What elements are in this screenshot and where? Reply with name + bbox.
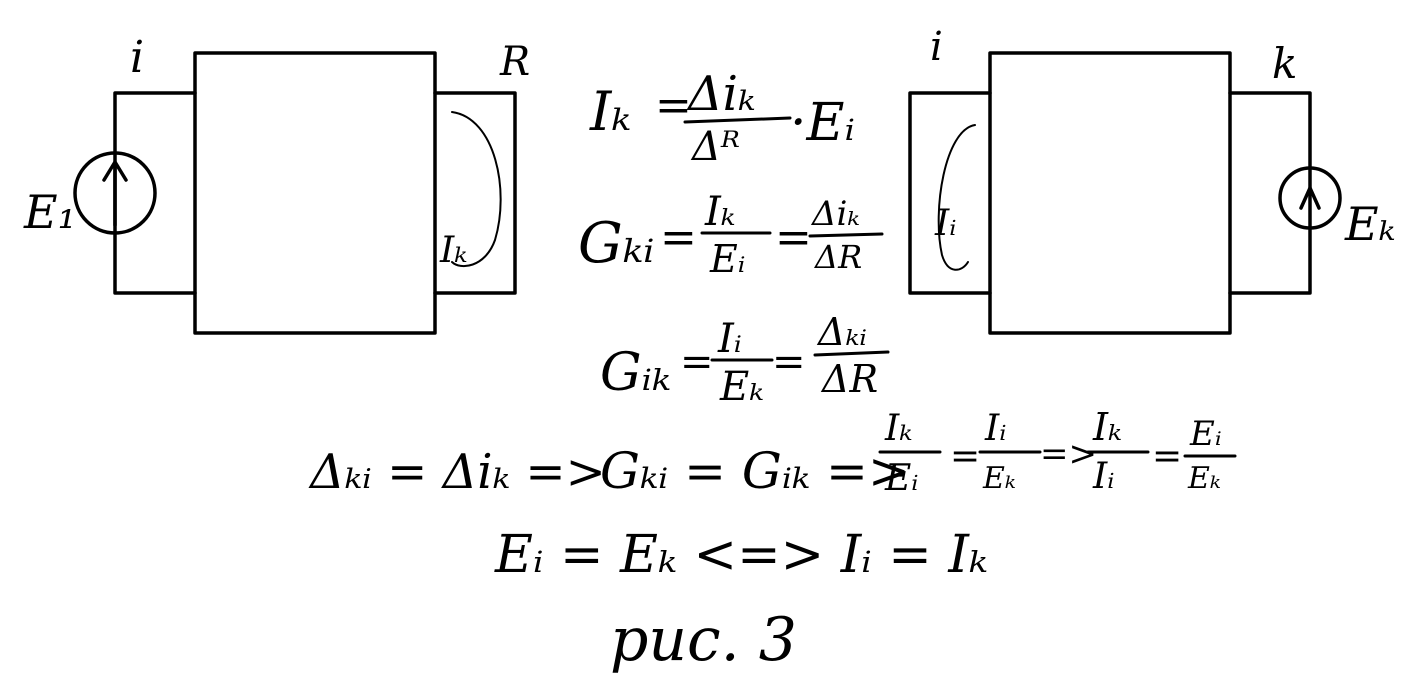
left-current-label: Iₖ xyxy=(439,230,467,271)
left-port-k-label: R xyxy=(499,39,530,85)
equation-g-ik: Gᵢₖ = Iᵢ Eₖ = Δₖᵢ ΔR xyxy=(600,310,890,410)
eq4-f1-numerator: Iₖ xyxy=(884,408,912,449)
eq3-numerator-2: Δₖᵢ xyxy=(816,310,867,354)
eq4-equals-2: = xyxy=(1152,436,1182,477)
right-voltage-source xyxy=(1278,166,1342,230)
eq3-numerator-1: Iᵢ xyxy=(717,316,742,362)
eq2-numerator-2: Δiₖ xyxy=(810,194,860,234)
eq4-f3-numerator: Iₖ xyxy=(1092,405,1122,449)
equation-equivalence: Eᵢ = Eₖ <=> Iᵢ = Iₖ xyxy=(494,525,988,585)
eq1-numerator: Δiₖ xyxy=(686,66,756,122)
right-output-loop xyxy=(1228,91,1312,295)
equation-g-ki: Gₖᵢ = Iₖ Eᵢ = Δiₖ ΔR xyxy=(578,189,884,281)
eq1-tail: ·Eᵢ xyxy=(790,93,855,153)
right-current-loop-arrow xyxy=(937,124,976,271)
eq3-equals-2: = xyxy=(772,339,806,385)
eq3-denominator-1: Eₖ xyxy=(719,364,764,410)
right-source-label: Eₖ xyxy=(1344,197,1395,251)
right-port-i-label: i xyxy=(930,24,943,70)
eq4-f3-denominator: Iᵢ xyxy=(1092,456,1114,497)
eq4-f4-numerator: Eᵢ xyxy=(1189,414,1222,454)
left-source-label: E₁ xyxy=(23,185,76,239)
left-two-port-box xyxy=(193,51,437,335)
figure-caption: рис. 3 xyxy=(610,605,797,675)
eq4-part2: Gₖᵢ = Gᵢₖ => xyxy=(600,442,910,500)
eq1-denominator: Δᴿ xyxy=(690,124,740,170)
eq2-lhs: Gₖᵢ xyxy=(578,211,654,276)
eq2-equals-2: = xyxy=(775,212,812,263)
eq4-f2-numerator: Iᵢ xyxy=(984,408,1006,449)
right-port-k-label: k xyxy=(1272,39,1297,88)
equation-reciprocity-chain: Δₖᵢ = Δiₖ => Gₖᵢ = Gᵢₖ => Iₖ Eᵢ = Iᵢ Eₖ … xyxy=(308,405,1237,500)
left-output-loop xyxy=(433,91,517,295)
eq2-equals-1: = xyxy=(660,212,697,263)
eq4-f2-denominator: Eₖ xyxy=(982,461,1016,496)
eq2-fraction-bar-2 xyxy=(808,232,884,238)
eq3-fraction-bar-2 xyxy=(813,350,890,357)
eq2-denominator-1: Eᵢ xyxy=(709,237,745,281)
eq2-numerator-1: Iₖ xyxy=(704,189,735,235)
eq3-lhs: Gᵢₖ xyxy=(600,343,671,403)
right-two-port-box xyxy=(988,51,1232,335)
eq1-lhs: Iₖ xyxy=(589,80,631,143)
eq4-arrow: => xyxy=(1040,434,1097,474)
left-voltage-source xyxy=(73,151,157,235)
right-input-loop xyxy=(908,91,992,295)
eq3-denominator-2: ΔR xyxy=(820,357,878,401)
equation-transfer-current: Iₖ = Δiₖ Δᴿ ·Eᵢ xyxy=(589,66,855,170)
left-source-arrow xyxy=(102,160,128,227)
right-circuit: i k Eₖ Iᵢ xyxy=(908,24,1395,335)
eq4-equals-1: = xyxy=(950,436,980,477)
left-port-i-label: i xyxy=(130,32,144,83)
eq4-part1: Δₖᵢ = Δiₖ => xyxy=(308,444,606,500)
eq1-fraction-bar xyxy=(683,116,792,124)
right-source-arrow xyxy=(1299,186,1321,210)
eq3-equals-1: = xyxy=(680,339,714,385)
left-current-loop-arrow xyxy=(451,111,502,268)
eq4-f4-denominator: Eₖ xyxy=(1187,461,1221,496)
eq2-denominator-2: ΔR xyxy=(813,238,862,276)
right-current-label: Iᵢ xyxy=(934,203,956,244)
eq4-f1-denominator: Eᵢ xyxy=(884,458,919,499)
left-circuit: i R E₁ Iₖ xyxy=(23,32,530,335)
